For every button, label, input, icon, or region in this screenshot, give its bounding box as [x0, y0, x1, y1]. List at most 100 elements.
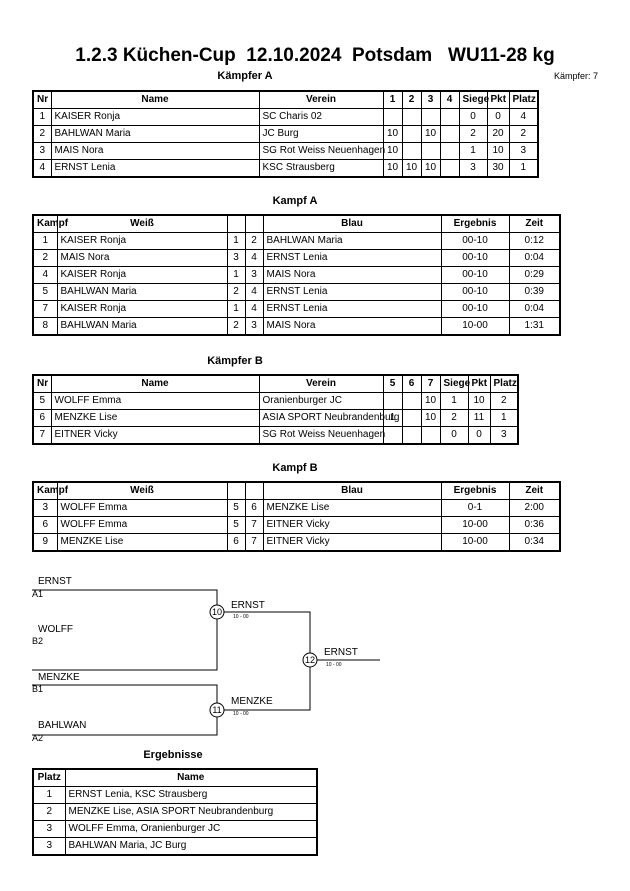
cell-score: 10 — [420, 409, 441, 427]
table-row: 7 EITNER Vicky SG Rot Weiss Neuenhagen 0… — [32, 426, 519, 445]
cell-ergebnis: 10-00 — [440, 317, 510, 336]
cell-blau-nr: 3 — [244, 266, 264, 284]
cell-name: BAHLWAN Maria — [50, 125, 260, 143]
final-fight-number: 12 — [305, 655, 315, 665]
header-fight-2: 2 — [401, 90, 422, 109]
cell-score: 10 — [382, 125, 403, 143]
cell-weiss: WOLFF Emma — [56, 499, 228, 517]
cell-name: WOLFF Emma, Oranienburger JC — [64, 820, 318, 838]
fights-a-heading: Kampf A — [272, 195, 318, 207]
fights-b-table: Kampf Weiß Blau Ergebnis Zeit 3 WOLFF Em… — [32, 481, 561, 552]
table-row: 1 KAISER Ronja 1 2 BAHLWAN Maria 00-10 0… — [32, 232, 561, 250]
cell-score — [401, 125, 422, 143]
cell-platz: 3 — [489, 426, 519, 445]
header-name: Name — [64, 768, 318, 787]
sf2-fight-marker — [209, 702, 225, 718]
header-fight-5: 5 — [382, 374, 403, 393]
header-kampf: Kampf — [32, 481, 68, 500]
cell-blau-nr: 4 — [244, 300, 264, 318]
cell-score — [401, 409, 422, 427]
cell-blau: ERNST Lenia — [262, 283, 442, 301]
cell-blau-nr: 6 — [244, 499, 264, 517]
header-weiss: Weiß — [56, 214, 228, 233]
header-ergebnis: Ergebnis — [440, 481, 510, 500]
header-siege: Siege — [458, 90, 489, 109]
sf1-top-seed: A1 — [32, 589, 43, 599]
cell-ergebnis: 10-00 — [440, 516, 510, 534]
cell-name: ERNST Lenia, KSC Strausberg — [64, 786, 318, 804]
cell-zeit: 0:04 — [508, 300, 561, 318]
pool-b-header-row: Nr Name Verein 5 6 7 Siege Pkt Platz — [32, 374, 519, 393]
cell-ergebnis: 00-10 — [440, 283, 510, 301]
cell-siege: 0 — [458, 108, 488, 126]
cell-name: KAISER Ronja — [50, 108, 260, 126]
cell-platz: 1 — [508, 159, 539, 178]
sf2-bottom-name: BAHLWAN — [38, 720, 86, 731]
cell-blau: MAIS Nora — [262, 317, 442, 336]
table-row: 4 ERNST Lenia KSC Strausberg 10 10 10 3 … — [32, 159, 539, 178]
pool-a-heading: Kämpfer A — [217, 70, 273, 82]
cell-kampf: 1 — [32, 232, 58, 250]
cell-weiss-nr: 5 — [226, 499, 246, 517]
cell-zeit: 0:34 — [508, 533, 561, 552]
cell-platz: 2 — [489, 392, 519, 410]
cell-blau: BAHLWAN Maria — [262, 232, 442, 250]
cell-score — [439, 108, 460, 126]
cell-score — [420, 426, 441, 445]
cell-name: MENZKE Lise, ASIA SPORT Neubrandenburg — [64, 803, 318, 821]
header-fight-6: 6 — [401, 374, 422, 393]
cell-blau-nr: 3 — [244, 317, 264, 336]
cell-siege: 2 — [439, 409, 469, 427]
cell-siege: 2 — [458, 125, 488, 143]
header-fight-3: 3 — [420, 90, 441, 109]
cell-kampf: 2 — [32, 249, 58, 267]
pool-a-header-row: Nr Name Verein 1 2 3 4 Siege Pkt Platz — [32, 90, 539, 109]
header-ergebnis: Ergebnis — [440, 214, 510, 233]
cell-kampf: 7 — [32, 300, 58, 318]
header-verein: Verein — [258, 90, 384, 109]
table-row: 2 BAHLWAN Maria JC Burg 10 10 2 20 2 — [32, 125, 539, 143]
cell-verein: SG Rot Weiss Neuenhagen — [258, 142, 385, 160]
cell-verein: ASIA SPORT Neubrandenburg — [258, 409, 399, 427]
cell-weiss-nr: 1 — [226, 300, 246, 318]
header-blau: Blau — [262, 214, 442, 233]
header-pkt: Pkt — [467, 374, 491, 393]
sf2-winner: MENZKE — [231, 696, 273, 707]
cell-platz: 3 — [32, 837, 66, 856]
cell-platz: 1 — [32, 786, 66, 804]
cell-nr: 2 — [32, 125, 52, 143]
cell-zeit: 0:12 — [508, 232, 561, 250]
cell-ergebnis: 10-00 — [440, 533, 510, 552]
cell-blau-nr: 7 — [244, 516, 264, 534]
cell-ergebnis: 0-1 — [440, 499, 510, 517]
sf2-score: 10 - 00 — [233, 711, 249, 717]
cell-blau-nr: 4 — [244, 249, 264, 267]
header-platz: Platz — [489, 374, 519, 393]
cell-zeit: 0:29 — [508, 266, 561, 284]
cell-name: MAIS Nora — [50, 142, 260, 160]
cell-weiss-nr: 5 — [226, 516, 246, 534]
table-row: 6 WOLFF Emma 5 7 EITNER Vicky 10-00 0:36 — [32, 516, 561, 534]
cell-blau-nr: 7 — [244, 533, 264, 552]
cell-ergebnis: 00-10 — [440, 232, 510, 250]
cell-verein: SC Charis 02 — [258, 108, 384, 126]
table-row: 3 BAHLWAN Maria, JC Burg — [32, 837, 318, 856]
cell-blau: ERNST Lenia — [262, 300, 442, 318]
cell-platz: 2 — [32, 803, 66, 821]
fights-a-table: Kampf Weiß Blau Ergebnis Zeit 1 KAISER R… — [32, 214, 561, 336]
cell-nr: 1 — [32, 108, 52, 126]
cell-nr: 3 — [32, 142, 52, 160]
cell-score — [439, 159, 460, 178]
cell-score: 10 — [382, 142, 403, 160]
header-fight-1: 1 — [382, 90, 403, 109]
table-row: 7 KAISER Ronja 1 4 ERNST Lenia 00-10 0:0… — [32, 300, 561, 318]
cell-score: 10 — [420, 392, 441, 410]
cell-name: ERNST Lenia — [50, 159, 260, 178]
cell-verein: JC Burg — [258, 125, 384, 143]
cell-platz: 4 — [508, 108, 539, 126]
sf1-winner: ERNST — [231, 600, 265, 611]
results-heading: Ergebnisse — [143, 749, 203, 761]
cell-weiss: MENZKE Lise — [56, 533, 228, 552]
cell-name: BAHLWAN Maria, JC Burg — [64, 837, 318, 856]
cell-weiss-nr: 1 — [226, 232, 246, 250]
